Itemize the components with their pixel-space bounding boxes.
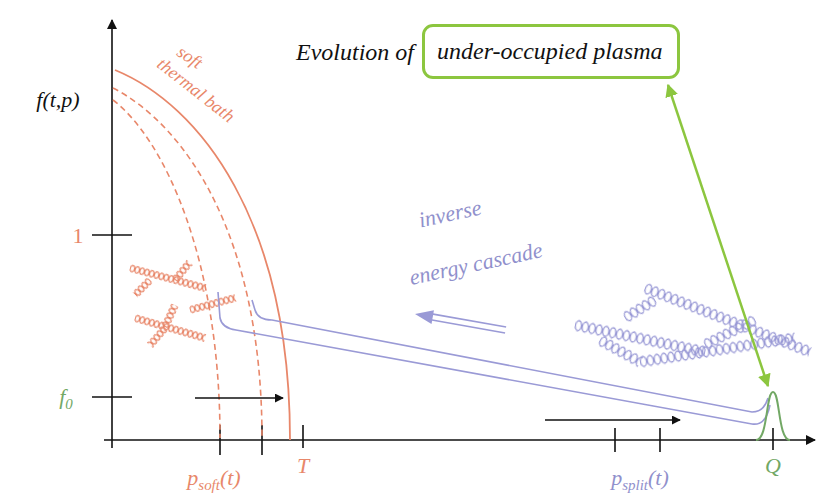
process-label-group: inverse bbox=[417, 197, 484, 232]
process-label: inverse bbox=[416, 195, 483, 233]
subscript: 0 bbox=[65, 396, 72, 412]
initial-peak bbox=[756, 392, 790, 440]
tick bbox=[772, 428, 774, 450]
axis-mark-label: p bbox=[611, 465, 622, 490]
thermal-curve-dashed bbox=[113, 88, 262, 438]
axis-mark-label: (t) bbox=[220, 465, 241, 490]
callout-box: under-occupied plasma bbox=[422, 24, 680, 79]
motion-arrow bbox=[545, 419, 680, 421]
axis-mark-label-group: psoft(t) bbox=[187, 467, 240, 489]
axis-mark-label: (t) bbox=[648, 465, 669, 490]
axis-mark-label: p bbox=[187, 465, 198, 490]
gluon-coil bbox=[147, 325, 168, 348]
gluon-coil bbox=[189, 294, 236, 314]
title-text: Evolution of bbox=[296, 39, 414, 65]
arrow-head bbox=[414, 307, 434, 324]
tick-label-group: 1 bbox=[73, 225, 84, 247]
axis-mark-label: Q bbox=[765, 453, 781, 478]
axis-mark-label-group: Q bbox=[765, 455, 781, 477]
tick bbox=[659, 428, 661, 452]
gluon-coil bbox=[622, 295, 658, 323]
cascade-arrow bbox=[414, 307, 507, 337]
thermal-curve bbox=[115, 70, 290, 440]
soft-gluons bbox=[129, 260, 236, 348]
axis-mark-label: T bbox=[297, 453, 309, 478]
process-label-group: energy cascade bbox=[407, 239, 544, 289]
title-text-group: Evolution of bbox=[296, 40, 414, 64]
x-axis bbox=[104, 439, 815, 441]
tick bbox=[261, 425, 263, 455]
tick bbox=[92, 396, 132, 398]
tick bbox=[614, 428, 616, 452]
process-label: energy cascade bbox=[407, 237, 545, 290]
motion-arrow bbox=[195, 397, 283, 399]
subscript: split bbox=[622, 477, 648, 493]
callout-arrow bbox=[668, 85, 768, 386]
gluon-coil bbox=[161, 303, 178, 328]
axis-ticks bbox=[92, 235, 773, 455]
tick bbox=[302, 425, 304, 448]
axis-mark-label-group: T bbox=[297, 455, 309, 477]
gluon-coil bbox=[597, 335, 643, 368]
axis-mark-label-group: psplit(t) bbox=[611, 467, 669, 489]
arrow-shaft bbox=[429, 320, 505, 333]
arrow-shaft bbox=[430, 314, 506, 327]
subscript: soft bbox=[198, 477, 220, 493]
gluon-coil bbox=[172, 260, 193, 283]
tick-label: 1 bbox=[73, 223, 84, 248]
axis-label-group: f(t,p) bbox=[36, 89, 79, 111]
tick-label: f bbox=[59, 384, 65, 409]
y-axis bbox=[111, 20, 113, 448]
gluon-coil bbox=[132, 277, 153, 298]
axis-label: f(t,p) bbox=[36, 87, 79, 112]
thermal-curve-dashed bbox=[113, 100, 220, 438]
tick-label-group: f0 bbox=[59, 386, 73, 408]
callout-text: under-occupied plasma bbox=[437, 37, 665, 66]
hard-gluons bbox=[574, 282, 812, 368]
tick bbox=[92, 234, 132, 236]
